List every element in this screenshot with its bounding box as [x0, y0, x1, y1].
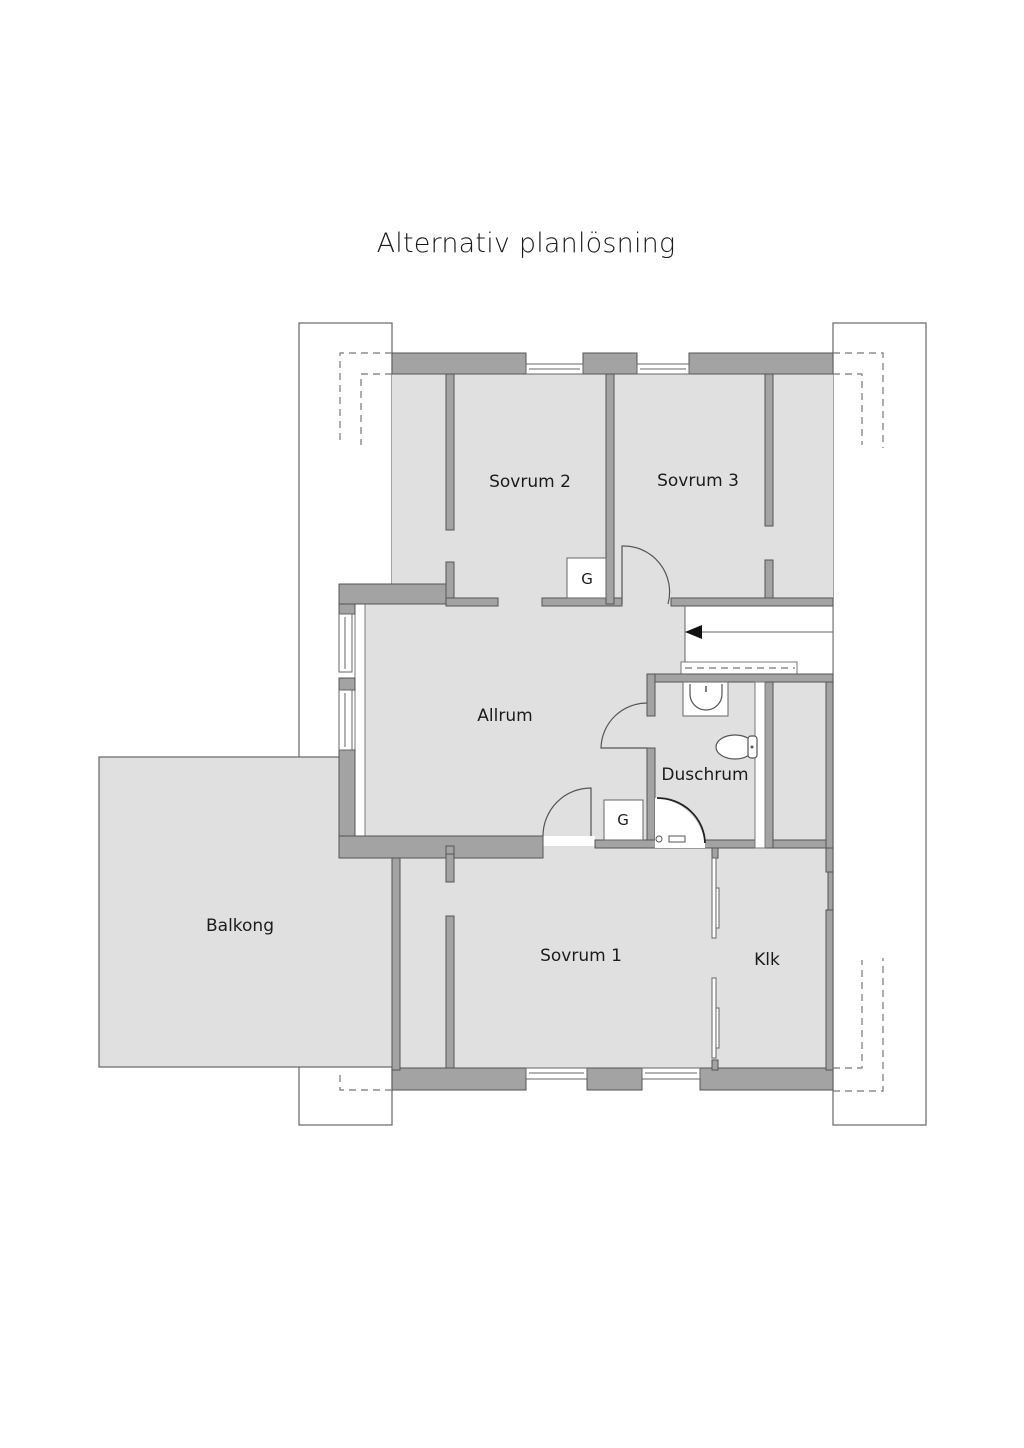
window-icon: [636, 363, 690, 375]
stair-area: [680, 603, 834, 677]
plan-title: Alternativ planlösning: [376, 228, 676, 259]
room-label-duschrum: Duschrum: [661, 765, 748, 785]
room-label-allrum: Allrum: [477, 706, 532, 726]
shower-icon: [655, 797, 706, 848]
window-icon: [338, 613, 353, 751]
walls: [338, 352, 834, 1091]
door-swing-icon: [621, 545, 671, 605]
washbasin-icon: [682, 681, 729, 717]
dashed-overhang-br: [833, 958, 884, 1092]
toilet-icon: [715, 734, 758, 760]
room-label-sovrum-3: Sovrum 3: [657, 471, 739, 491]
g-cabinet-lower-label: G: [617, 811, 629, 829]
sliding-door-upper: [711, 857, 720, 939]
window-icon: [525, 1067, 588, 1080]
door-swing-icon: [600, 702, 648, 749]
window-icon: [525, 363, 584, 375]
stair-direction-arrow-icon: [685, 625, 702, 639]
door-swing-icon: [542, 787, 592, 837]
dashed-overhang-bl: [339, 1072, 392, 1091]
window-icon: [641, 1067, 701, 1080]
sliding-door-lower: [711, 977, 720, 1059]
room-label-klk: Klk: [754, 950, 780, 970]
roof-outline-right: [832, 322, 927, 1126]
g-cabinet-lower: [603, 799, 644, 841]
g-cabinet-upper-label: G: [581, 570, 593, 588]
room-label-sovrum-2: Sovrum 2: [489, 472, 571, 492]
room-label-balkong: Balkong: [206, 916, 274, 936]
g-cabinet-upper: [566, 557, 607, 599]
dashed-overhang-tl: [339, 352, 392, 445]
room-label-sovrum-1: Sovrum 1: [540, 946, 622, 966]
dashed-overhang-tr: [833, 352, 884, 448]
